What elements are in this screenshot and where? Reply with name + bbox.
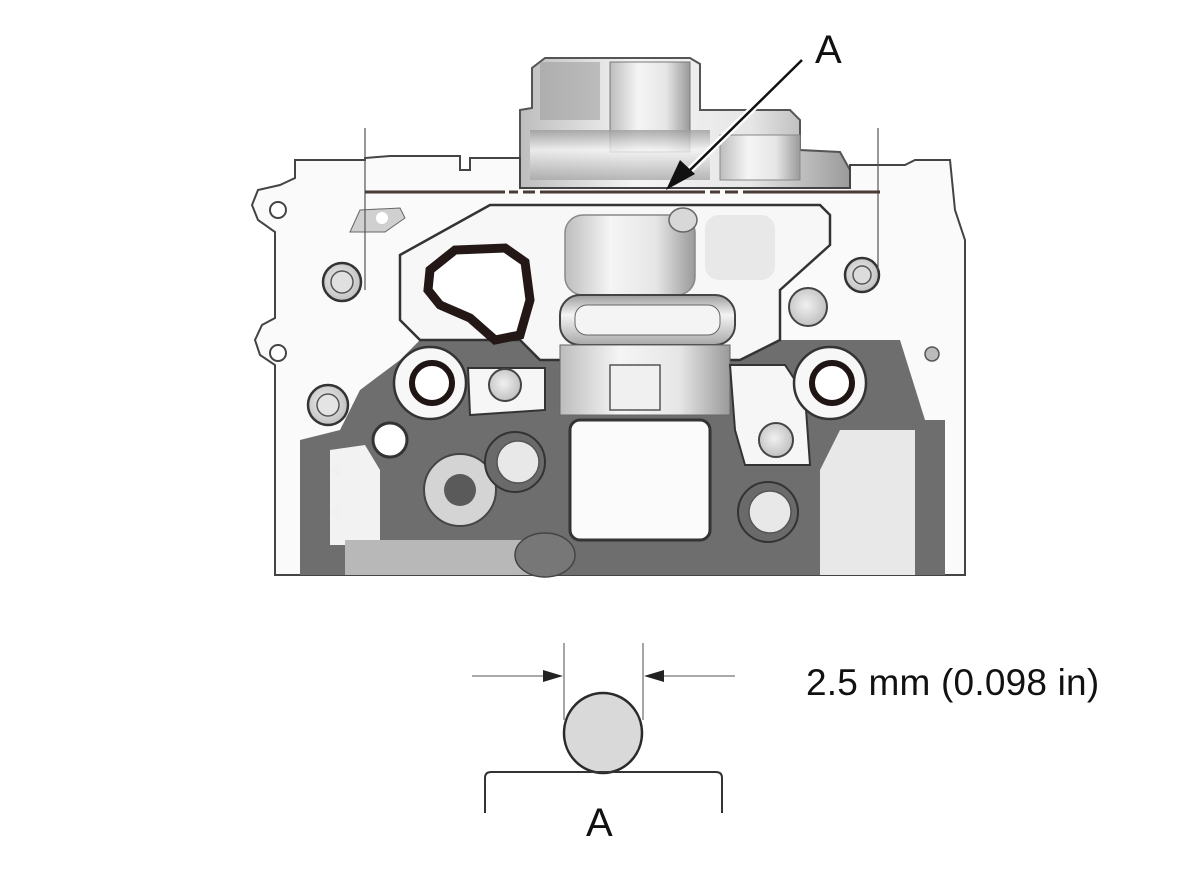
center-pocket: [349, 203, 832, 542]
callout-arrow-a: [666, 57, 805, 190]
callout-label-a-bottom: A: [586, 801, 613, 845]
mating-surface-profile: [484, 771, 723, 813]
bracket-right: [728, 364, 812, 466]
dimension-arrow-right: [644, 670, 664, 682]
callout-label-a-top: A: [815, 28, 842, 72]
bolt-bosses: [269, 201, 940, 578]
sealant-bead-circle: [562, 691, 644, 775]
dimension-arrow-left: [543, 670, 563, 682]
bead-dimension-text: 2.5 mm (0.098 in): [806, 662, 1100, 703]
bracket-left: [466, 367, 546, 417]
bead-cross-section-detail: [472, 643, 735, 813]
sealant-bead-line: [364, 128, 880, 290]
